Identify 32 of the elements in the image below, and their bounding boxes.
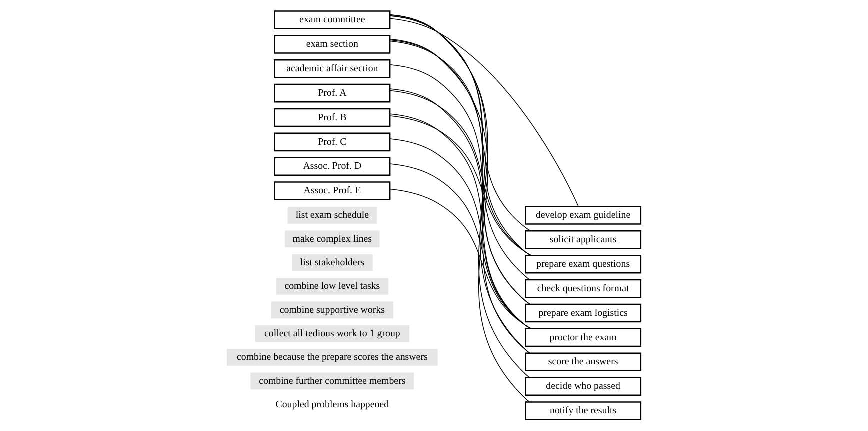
- node-box: develop exam guideline: [525, 206, 642, 225]
- node-box: Assoc. Prof. E: [274, 182, 391, 200]
- label: combine further committee members: [259, 376, 406, 387]
- connector: [390, 88, 530, 354]
- node-box: prepare exam logistics: [525, 304, 642, 323]
- node-box: score the answers: [525, 352, 642, 372]
- node-box: decide who passed: [525, 377, 642, 396]
- label: combine because the prepare scores the answers: [236, 352, 428, 364]
- label: make complex lines: [292, 234, 372, 245]
- node-box: solicit applicants: [525, 230, 642, 250]
- connector: [390, 116, 532, 256]
- connector: [390, 18, 580, 207]
- node-box: Prof. A: [274, 84, 391, 103]
- label: combine low level tasks: [284, 281, 380, 292]
- connector: [390, 40, 532, 232]
- node-box: academic affair section: [274, 60, 391, 78]
- label: list exam schedule: [296, 210, 370, 222]
- label: collect all tedious work to 1 group: [264, 328, 400, 340]
- node-box: Prof. B: [274, 108, 391, 128]
- connector: [390, 90, 532, 256]
- node-box: Assoc. Prof. D: [274, 157, 391, 176]
- label: list stakeholders: [300, 257, 364, 268]
- node-box: exam section: [274, 35, 391, 54]
- node-box: exam committee: [274, 10, 391, 30]
- node-box: check questions format: [525, 279, 642, 298]
- node-box: proctor the exam: [525, 328, 642, 348]
- label: Coupled problems happened: [276, 399, 390, 410]
- node-box: Prof. C: [274, 132, 391, 152]
- connector: [390, 188, 532, 330]
- node-box: prepare exam questions: [525, 254, 642, 274]
- node-box: notify the results: [525, 402, 642, 420]
- label: combine supportive works: [280, 304, 385, 316]
